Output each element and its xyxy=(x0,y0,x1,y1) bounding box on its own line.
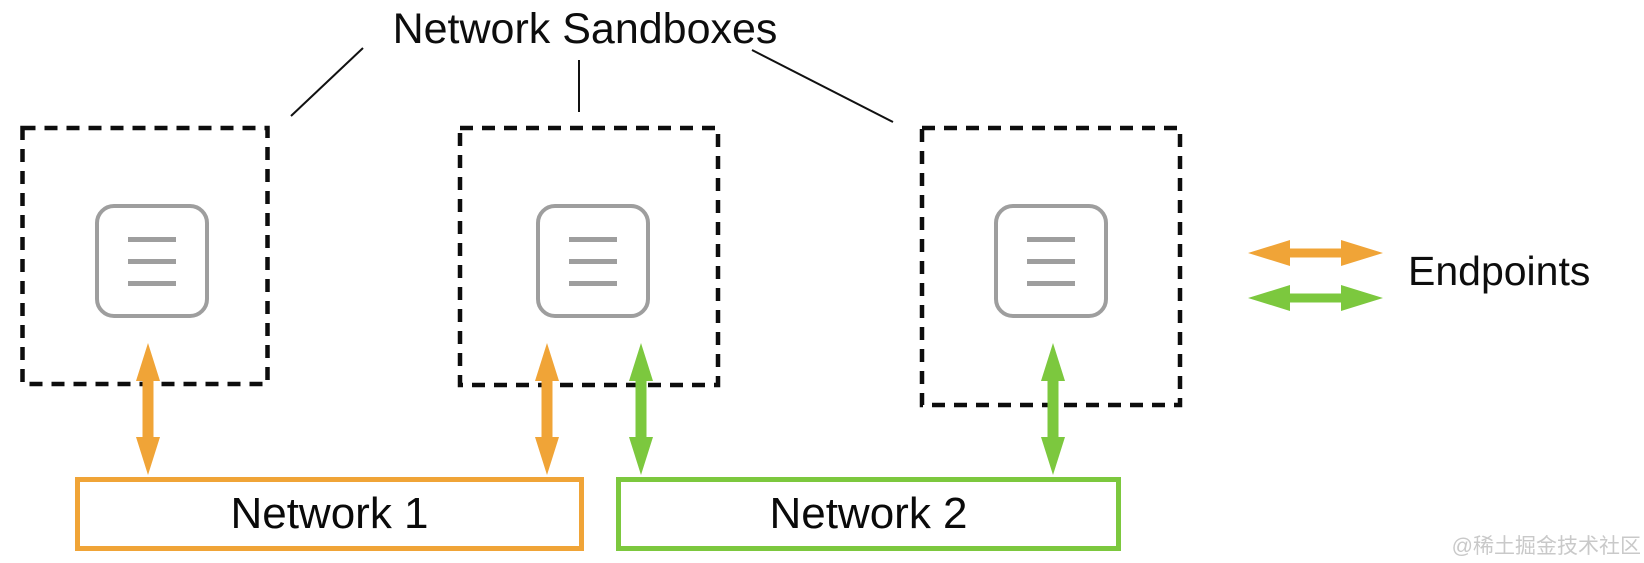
container-icon-line xyxy=(569,280,617,286)
diagram-title: Network Sandboxes xyxy=(392,5,778,53)
legend-orange-endpoint-arrow-icon xyxy=(1248,240,1383,266)
endpoint-arrow-sandbox2-network1-icon xyxy=(535,343,559,475)
network-1-box: Network 1 xyxy=(75,477,584,551)
container-icon xyxy=(994,204,1108,318)
endpoint-arrow-sandbox3-network2-icon xyxy=(1041,343,1065,475)
legend-label: Endpoints xyxy=(1408,248,1591,294)
title-connector-line-right xyxy=(751,49,894,123)
container-icon xyxy=(536,204,650,318)
container-icon-line xyxy=(1027,258,1075,264)
endpoint-arrow-sandbox2-network2-icon xyxy=(629,343,653,475)
container-icon xyxy=(95,204,209,318)
sandbox-2-border xyxy=(457,125,721,388)
container-icon-line xyxy=(128,258,176,264)
watermark: @稀土掘金技术社区 xyxy=(1451,535,1641,558)
container-icon-line xyxy=(569,258,617,264)
container-icon-line xyxy=(128,280,176,286)
container-icon-line xyxy=(569,236,617,242)
legend-green-endpoint-arrow-icon xyxy=(1248,285,1383,311)
network-1-label: Network 1 xyxy=(230,489,429,538)
container-icon-line xyxy=(1027,280,1075,286)
container-icon-line xyxy=(128,236,176,242)
network-2-box: Network 2 xyxy=(616,477,1121,551)
endpoint-arrow-sandbox1-network1-icon xyxy=(136,343,160,475)
title-connector-line-left xyxy=(290,47,364,117)
container-icon-line xyxy=(1027,236,1075,242)
network-2-label: Network 2 xyxy=(769,489,968,538)
